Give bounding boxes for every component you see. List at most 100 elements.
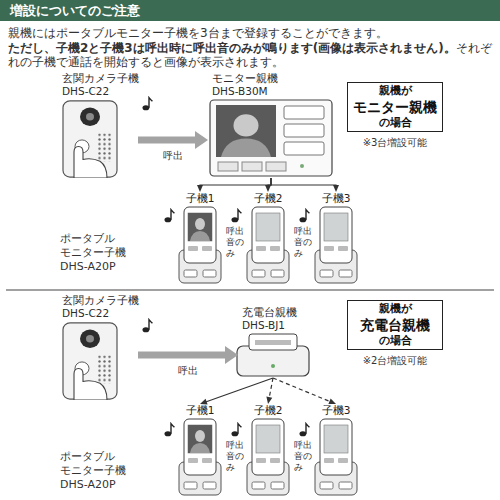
arrow-head [333,185,339,192]
connector-arrow [138,131,208,149]
portable-handset [315,419,357,495]
header-band [0,0,500,21]
node-text: DHS-C22 [62,307,138,320]
portable-handset [179,207,221,283]
header-title: 増設についてのご注意 [10,3,140,18]
node-text: 親機が [379,84,412,98]
node-text: の場合 [379,334,412,348]
node-text: 子機1 [172,404,228,416]
node-text: 子機3 [308,404,364,416]
note-label: 呼出音のみ [294,226,312,259]
charger-back [249,334,297,350]
node-text: DHS-B30M [212,85,334,98]
node-text: DHS-C22 [62,85,138,98]
monitor-body [210,100,332,176]
note-label: ポータブル モニター子機 DHS-A20P [60,450,140,492]
door-camera [63,101,117,178]
intro-text: 親機にはポータブルモニター子機を3台まで登録することができます。 [8,26,494,41]
node-text: 子機2 [240,404,296,416]
node-text: モニター親機 [353,98,437,116]
sound-note [142,98,152,111]
monitor-key [242,162,262,171]
arrow-head [265,185,271,192]
arrow-head [266,397,272,404]
connector-arrow [266,378,273,404]
sound-note [231,210,241,223]
connector-arrow [271,178,339,192]
node-text: 充電台親機 [360,316,430,334]
arrow-head [197,185,203,192]
node-text: 充電台親機 [242,306,308,319]
monitor-key [218,162,238,171]
connector-arrow [200,378,273,404]
device-node: 玄関カメラ子機DHS-C22 [58,294,138,400]
connector-arrow [265,178,271,192]
handset-node: 子機3 [308,404,364,496]
handset-node: 子機1 [172,404,228,496]
device-node: 玄関カメラ子機DHS-C22 [58,72,138,178]
connector-arrow [138,346,238,364]
sound-note [231,424,241,437]
connector-arrow [273,378,336,404]
portable-handset [179,419,221,495]
node-text: 玄関カメラ子機 [62,72,138,85]
monitor-button [284,142,324,155]
arrow-head [328,399,336,405]
arrow-head [195,131,208,149]
connector-line [138,352,227,359]
status-led [300,164,304,168]
monitor-key [266,162,286,171]
note-label: ※2台増設可能 [347,354,443,367]
node-text: 玄関カメラ子機 [62,294,138,307]
device-node: モニター親機DHS-B30M [208,72,334,178]
node-text: 親機が [379,302,412,316]
info-box: 親機が充電台親機の場合 [347,300,443,350]
portable-handset [247,207,289,283]
monitor-image [216,105,276,157]
sound-note [164,210,174,223]
sound-note [142,320,152,333]
connector-line [200,178,271,186]
arrow-head [200,399,208,405]
edge-label: 呼出 [163,150,183,162]
arrow-head [225,346,238,364]
sound-note [164,424,174,437]
section-divider [6,289,494,290]
node-text: の場合 [379,116,412,130]
handset-image [188,213,212,241]
intro-text: ただし、子機2と子機3は呼出時に呼出音のみが鳴ります(画像は表示されません)。 [8,41,456,55]
monitor-screen [216,105,276,157]
note-label: 呼出音のみ [226,440,244,473]
connector-line [271,178,336,186]
monitor-button [284,124,324,137]
handset-node: 子機2 [240,192,296,284]
sound-note [299,424,309,437]
portable-handset [247,419,289,495]
handset-node: 子機2 [240,404,296,496]
node-text: 子機1 [172,192,228,204]
device-node: 充電台親機DHS-BJ1 [238,306,308,378]
note-label: ポータブル モニター子機 DHS-A20P [60,232,140,274]
note-label: 呼出音のみ [294,440,312,473]
note-label: 呼出音のみ [226,226,244,259]
info-box: 親機がモニター親機の場合 [347,82,443,132]
connector-line [268,178,271,186]
portable-handset [315,207,357,283]
connector-arrow [197,178,271,192]
sound-note [299,210,309,223]
note-label: ※3台増設可能 [347,136,443,149]
handset-node: 子機1 [172,192,228,284]
charger-slot [255,340,291,345]
edge-label: 呼出 [178,365,198,377]
monitor-button [284,106,324,119]
door-camera [63,323,117,400]
status-led [271,364,275,368]
intro-paragraph: 親機にはポータブルモニター子機を3台まで登録することができます。ただし、子機2と… [8,26,494,70]
connector-line [269,378,273,398]
handset-image [188,425,212,453]
connector-line [206,378,273,402]
node-text: 子機2 [240,192,296,204]
node-text: モニター親機 [212,72,334,85]
connector-line [273,378,330,402]
